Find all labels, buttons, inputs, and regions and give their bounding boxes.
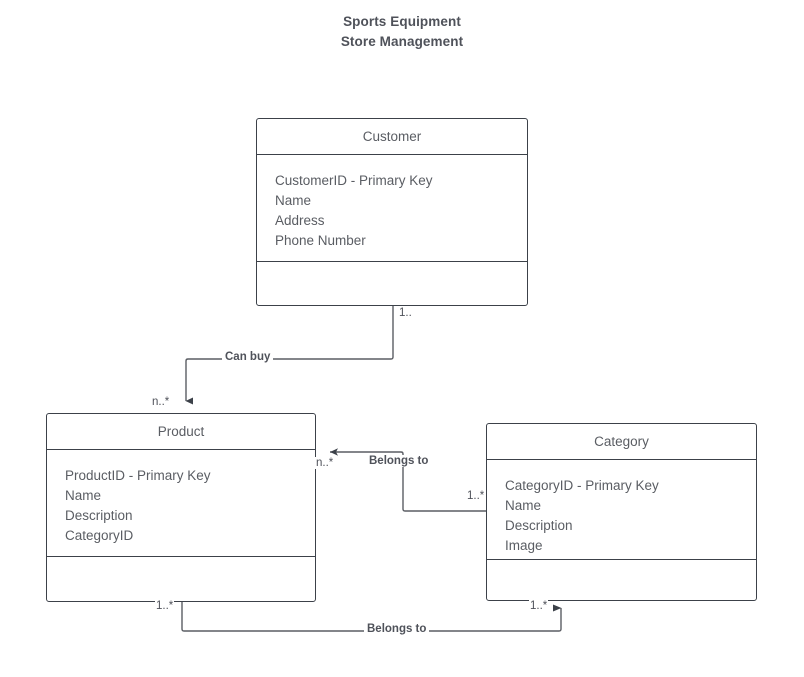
- class-name-compartment-category: Category: [487, 424, 756, 460]
- class-attribute: Name: [275, 193, 312, 208]
- class-attribute: Name: [505, 498, 542, 513]
- class-attributes-compartment-category: CategoryID - Primary Key Name Descriptio…: [487, 460, 756, 560]
- class-methods-compartment-customer: [257, 262, 527, 306]
- multiplicity-product-belongs-to-category: 1..*: [155, 600, 175, 612]
- multiplicity-category-target-belongs-to: 1..*: [529, 600, 549, 612]
- class-attribute: ProductID - Primary Key: [65, 468, 211, 483]
- class-attributes-compartment-customer: CustomerID - Primary Key Name Address Ph…: [257, 155, 527, 262]
- class-attribute: Address: [275, 213, 325, 228]
- diagram-title-line2: Store Management: [340, 34, 464, 49]
- class-attribute: CategoryID: [65, 528, 134, 543]
- class-name-compartment-customer: Customer: [257, 119, 527, 155]
- class-box-product[interactable]: Product ProductID - Primary Key Name Des…: [46, 413, 316, 602]
- multiplicity-product-can-buy: n..*: [151, 396, 171, 408]
- class-attribute: CustomerID - Primary Key: [275, 173, 433, 188]
- class-attribute: Name: [65, 488, 102, 503]
- multiplicity-customer-can-buy: 1..: [398, 307, 413, 319]
- class-attribute: Image: [505, 538, 543, 553]
- class-name-product: Product: [157, 424, 205, 439]
- edge-label-category-belongs-to-product: Belongs to: [366, 455, 432, 467]
- class-attribute: Phone Number: [275, 233, 366, 248]
- diagram-title: Sports Equipment Store Management: [0, 12, 804, 52]
- class-methods-compartment-product: [47, 557, 315, 602]
- class-methods-compartment-category: [487, 560, 756, 601]
- class-name-category: Category: [594, 434, 649, 449]
- edge-label-product-belongs-to-category: Belongs to: [364, 623, 430, 635]
- class-attribute: Description: [65, 508, 133, 523]
- class-name-compartment-product: Product: [47, 414, 315, 450]
- edge-customer-can-buy-product: [185, 306, 394, 405]
- diagram-title-line1: Sports Equipment: [343, 14, 461, 29]
- class-attributes-compartment-product: ProductID - Primary Key Name Description…: [47, 450, 315, 557]
- multiplicity-category-belongs-to-product: 1..*: [466, 490, 486, 502]
- class-attribute: CategoryID - Primary Key: [505, 478, 659, 493]
- multiplicity-product-belongs-to-from-category: n..*: [315, 457, 335, 469]
- class-attribute: Description: [505, 518, 573, 533]
- class-box-customer[interactable]: Customer CustomerID - Primary Key Name A…: [256, 118, 528, 306]
- class-box-category[interactable]: Category CategoryID - Primary Key Name D…: [486, 423, 757, 601]
- edge-label-can-buy: Can buy: [222, 351, 274, 363]
- class-name-customer: Customer: [362, 129, 422, 144]
